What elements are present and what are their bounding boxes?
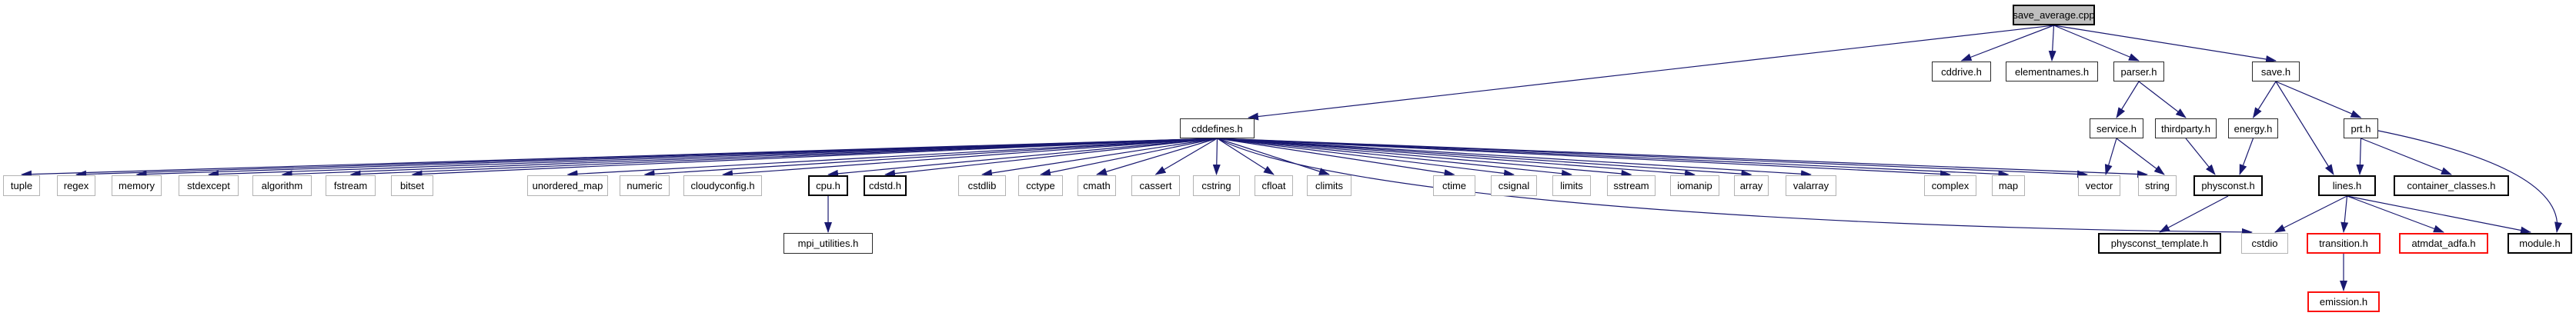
node-memory[interactable]: memory — [112, 175, 162, 196]
edge-save_average_cpp-elementnames_h — [2048, 25, 2056, 62]
node-array[interactable]: array — [1734, 175, 1769, 196]
edge-cddefines_h-cmath — [1096, 138, 1218, 176]
node-module_h[interactable]: module.h — [2508, 233, 2572, 254]
edge-save_average_cpp-parser_h — [2053, 25, 2140, 62]
node-cctype[interactable]: cctype — [1018, 175, 1063, 196]
edge-cddefines_h-iomanip — [1217, 138, 1696, 178]
node-sstream[interactable]: sstream — [1607, 175, 1656, 196]
node-service_h[interactable]: service.h — [2090, 118, 2143, 138]
edge-cddefines_h-cloudyconfig_h — [722, 138, 1218, 178]
edge-parser_h-thirdparty_h — [2138, 81, 2187, 118]
edge-cddefines_h-unordered_map — [566, 138, 1218, 178]
node-save_average_cpp[interactable]: save_average.cpp — [2013, 5, 2095, 25]
edge-cddefines_h-cassert — [1154, 138, 1218, 175]
edge-lines_h-module_h — [2347, 195, 2531, 235]
node-string[interactable]: string — [2138, 175, 2177, 196]
edge-save_h-lines_h — [2275, 81, 2334, 175]
edge-save_h-prt_h — [2275, 81, 2362, 118]
edge-cddefines_h-map — [1217, 138, 2010, 178]
edge-cddefines_h-cdstd_h — [884, 138, 1218, 178]
node-prt_h[interactable]: prt.h — [2344, 118, 2378, 138]
node-cstring[interactable]: cstring — [1193, 175, 1240, 196]
node-cloudyconfig_h[interactable]: cloudyconfig.h — [683, 175, 762, 196]
edge-cddefines_h-sstream — [1217, 138, 1632, 178]
node-numeric[interactable]: numeric — [620, 175, 670, 196]
edge-lines_h-atmdat_adfa_h — [2347, 195, 2444, 233]
edge-prt_h-lines_h — [2356, 138, 2364, 175]
edge-cddefines_h-limits — [1217, 138, 1572, 178]
edge-cddefines_h-cfloat — [1217, 138, 1275, 175]
edge-service_h-string — [2116, 138, 2165, 175]
edge-lines_h-transition_h — [2340, 195, 2349, 233]
node-atmdat_adfa_h[interactable]: atmdat_adfa.h — [2399, 233, 2488, 254]
edge-cddefines_h-cctype — [1040, 138, 1218, 177]
node-cassert[interactable]: cassert — [1131, 175, 1180, 196]
node-cddefines_h[interactable]: cddefines.h — [1180, 118, 1255, 138]
edge-save_average_cpp-save_h — [2053, 25, 2277, 63]
node-cstdio[interactable]: cstdio — [2241, 233, 2288, 254]
node-ctime[interactable]: ctime — [1433, 175, 1475, 196]
node-emission_h[interactable]: emission.h — [2307, 291, 2380, 312]
edge-cddefines_h-cstdio — [1217, 138, 2253, 236]
edge-cddefines_h-algorithm — [281, 138, 1218, 178]
node-limits[interactable]: limits — [1552, 175, 1591, 196]
edge-cddefines_h-climits — [1217, 138, 1330, 175]
node-cmath[interactable]: cmath — [1078, 175, 1116, 196]
node-unordered_map[interactable]: unordered_map — [527, 175, 608, 196]
edge-prt_h-container_classes_h — [2360, 138, 2452, 175]
edge-cddefines_h-string — [1217, 138, 2148, 178]
node-algorithm[interactable]: algorithm — [252, 175, 312, 196]
node-climits[interactable]: climits — [1307, 175, 1351, 196]
edge-save_h-energy_h — [2252, 81, 2277, 118]
node-energy_h[interactable]: energy.h — [2228, 118, 2278, 138]
edge-cddefines_h-ctime — [1217, 138, 1455, 177]
node-parser_h[interactable]: parser.h — [2113, 62, 2164, 81]
node-physconst_template_h[interactable]: physconst_template.h — [2098, 233, 2221, 254]
node-container_classes_h[interactable]: container_classes.h — [2394, 175, 2509, 196]
node-physconst_h[interactable]: physconst.h — [2193, 175, 2263, 196]
edge-prt_h-module_h — [2377, 130, 2562, 233]
edge-cddefines_h-array — [1217, 138, 1752, 178]
node-cpu_h[interactable]: cpu.h — [808, 175, 848, 196]
edge-cddefines_h-cpu_h — [827, 138, 1218, 178]
edge-parser_h-service_h — [2116, 81, 2140, 118]
edge-cddefines_h-valarray — [1217, 138, 1812, 178]
node-bitset[interactable]: bitset — [391, 175, 433, 196]
node-thirdparty_h[interactable]: thirdparty.h — [2155, 118, 2217, 138]
node-cstdlib[interactable]: cstdlib — [958, 175, 1006, 196]
node-map[interactable]: map — [1992, 175, 2025, 196]
edge-physconst_h-physconst_template_h — [2159, 195, 2229, 233]
node-save_h[interactable]: save.h — [2252, 62, 2300, 81]
node-complex[interactable]: complex — [1924, 175, 1976, 196]
edge-energy_h-physconst_h — [2239, 138, 2254, 175]
edge-service_h-vector — [2104, 138, 2117, 175]
node-cddrive_h[interactable]: cddrive.h — [1932, 62, 1991, 81]
node-cdstd_h[interactable]: cdstd.h — [864, 175, 907, 196]
node-elementnames_h[interactable]: elementnames.h — [2006, 62, 2098, 81]
node-vector[interactable]: vector — [2078, 175, 2120, 196]
node-valarray[interactable]: valarray — [1786, 175, 1836, 196]
node-mpi_utilities_h[interactable]: mpi_utilities.h — [783, 233, 873, 254]
edge-cddefines_h-numeric — [643, 138, 1218, 178]
node-tuple[interactable]: tuple — [3, 175, 40, 196]
node-csignal[interactable]: csignal — [1491, 175, 1537, 196]
edge-thirdparty_h-physconst_h — [2185, 138, 2216, 175]
edge-save_average_cpp-cddrive_h — [1960, 25, 2054, 62]
node-fstream[interactable]: fstream — [326, 175, 376, 196]
node-iomanip[interactable]: iomanip — [1670, 175, 1719, 196]
edge-cddefines_h-cstring — [1212, 138, 1221, 175]
edge-cddefines_h-cstdlib — [981, 138, 1218, 177]
node-regex[interactable]: regex — [57, 175, 95, 196]
edge-save_average_cpp-cddefines_h — [1248, 25, 2054, 121]
node-transition_h[interactable]: transition.h — [2307, 233, 2381, 254]
edge-lines_h-cstdio — [2274, 195, 2347, 233]
node-cfloat[interactable]: cfloat — [1255, 175, 1293, 196]
node-stdexcept[interactable]: stdexcept — [179, 175, 239, 196]
node-lines_h[interactable]: lines.h — [2318, 175, 2376, 196]
edge-cddefines_h-stdexcept — [208, 138, 1218, 178]
edge-cddefines_h-csignal — [1217, 138, 1515, 178]
edge-cddefines_h-bitset — [411, 138, 1218, 178]
